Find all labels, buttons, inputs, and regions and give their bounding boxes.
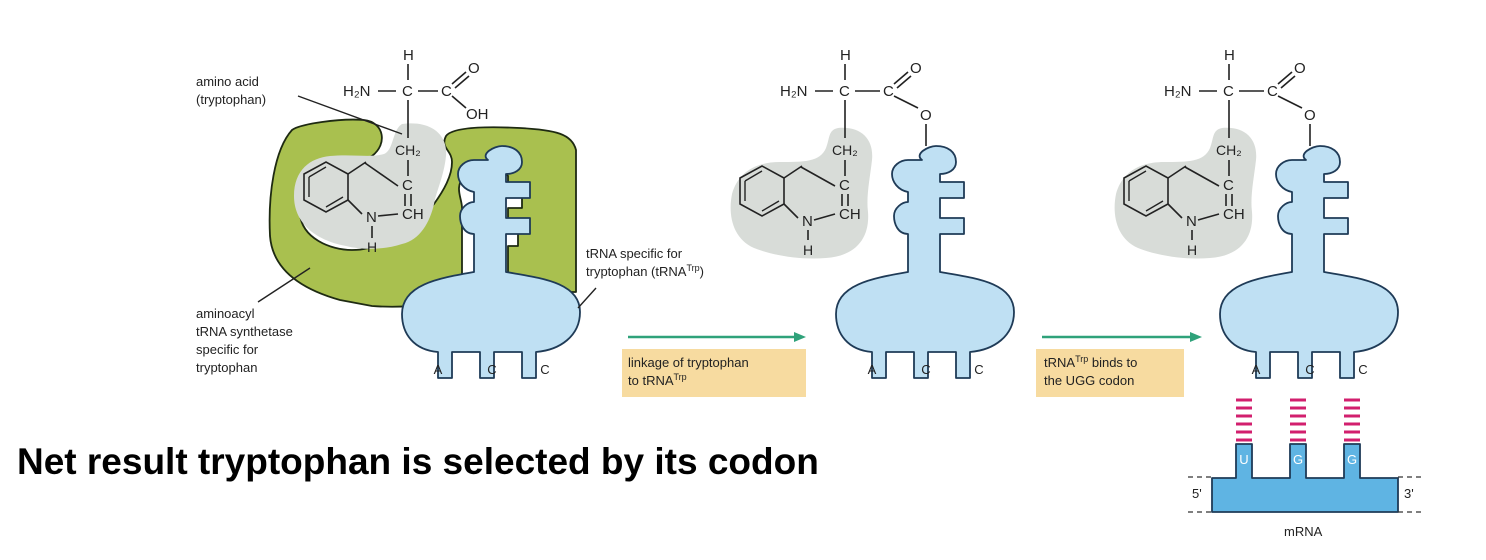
arrow-1-head [794, 332, 806, 342]
step-1-box [622, 349, 806, 397]
label-trna-specific-1: tRNA specific for [586, 246, 683, 261]
label-synthetase-2: tRNA synthetase [196, 324, 293, 339]
atom-h-top-2: H [840, 47, 851, 64]
anticodon-base-1-3: C [540, 362, 549, 377]
atom-nh-2: H [803, 242, 813, 258]
step-1-line1: linkage of tryptophan [628, 355, 749, 370]
atom-h-top-1: H [403, 47, 414, 64]
label-mrna: mRNA [1284, 524, 1323, 539]
atom-c-carboxyl-1: C [441, 83, 452, 100]
atom-c-alpha-2: C [839, 83, 850, 100]
atom-ch2-3: CH₂ [1216, 142, 1242, 158]
label-amino-acid-2: (tryptophan) [196, 92, 266, 107]
atom-ch2-2: CH₂ [832, 142, 858, 158]
tryptophan-structure-1: H H₂N C C O OH CH₂ C CH N H [303, 47, 489, 255]
label-amino-acid-1: amino acid [196, 74, 259, 89]
atom-h2n-2: H₂N [780, 83, 808, 100]
codon-base-1: U [1239, 452, 1248, 467]
tryptophan-halo-3 [1114, 127, 1257, 259]
atom-c-ring-3: C [1223, 177, 1234, 194]
anticodon-base-2-1: A [868, 362, 877, 377]
step-2-line1: tRNATrp binds to [1044, 354, 1137, 370]
label-synthetase-4: tryptophan [196, 360, 257, 375]
anticodon-base-2-2: C [921, 362, 930, 377]
tryptophan-halo-2 [730, 127, 873, 259]
panel-2-charged-trna: H H₂N C C O O CH₂ C CH N H [730, 47, 1015, 379]
panel-1-synthetase-binding: H H₂N C C O OH CH₂ C CH N H [196, 47, 704, 379]
atom-n-3: N [1186, 213, 1197, 230]
arrow-2-head [1190, 332, 1202, 342]
atom-o-3a: O [1294, 60, 1306, 77]
anticodon-base-3-1: A [1252, 362, 1261, 377]
atom-ch2-1: CH₂ [395, 142, 421, 158]
codon-base-2: G [1293, 452, 1303, 467]
base-pairing-3 [1344, 398, 1360, 442]
atom-nh-1: H [367, 239, 377, 255]
leader-trna [577, 287, 597, 309]
codon-base-3: G [1347, 452, 1357, 467]
atom-c-alpha-1: C [402, 83, 413, 100]
mrna-strand [1211, 443, 1399, 513]
atom-o-2b: O [920, 107, 932, 124]
label-synthetase-3: specific for [196, 342, 259, 357]
anticodon-base-3-2: C [1305, 362, 1314, 377]
atom-n-1: N [366, 209, 377, 226]
anticodon-base-1-2: C [487, 362, 496, 377]
anticodon-base-3-3: C [1358, 362, 1367, 377]
step-2-line2: the UGG codon [1044, 373, 1134, 388]
panel-3-codon-recognition: H H₂N C C O O CH₂ C CH N H [1114, 47, 1424, 539]
atom-ch-1: CH [402, 206, 424, 223]
atom-oh-1: OH [466, 106, 489, 123]
atom-h2n-3: H₂N [1164, 83, 1192, 100]
atom-nh-3: H [1187, 242, 1197, 258]
step-2-box [1036, 349, 1184, 397]
tryptophan-halo-1 [294, 123, 447, 249]
atom-ch-2: CH [839, 206, 861, 223]
step-2: tRNATrp binds to the UGG codon [1036, 332, 1202, 397]
headline: Net result tryptophan is selected by its… [17, 441, 819, 482]
atom-ch-3: CH [1223, 206, 1245, 223]
atom-n-2: N [802, 213, 813, 230]
atom-o-2a: O [910, 60, 922, 77]
step-1-line2: to tRNATrp [628, 372, 687, 388]
atom-c-carboxyl-2: C [883, 83, 894, 100]
atom-h-top-3: H [1224, 47, 1235, 64]
anticodon-base-2-3: C [974, 362, 983, 377]
base-pairing-2 [1290, 398, 1306, 442]
tryptophan-structure-2: H H₂N C C O O CH₂ C CH N H [739, 47, 932, 258]
leader-synthetase [257, 267, 311, 303]
label-trna-specific-2: tryptophan (tRNATrp) [586, 263, 704, 279]
atom-c-carboxyl-3: C [1267, 83, 1278, 100]
tryptophan-structure-3: H H₂N C C O O CH₂ C CH N H [1123, 47, 1316, 258]
anticodon-base-1-1: A [434, 362, 443, 377]
step-1: linkage of tryptophan to tRNATrp [622, 332, 806, 397]
label-synthetase-1: aminoacyl [196, 306, 255, 321]
atom-c-ring-2: C [839, 177, 850, 194]
atom-o-3b: O [1304, 107, 1316, 124]
atom-c-ring-1: C [402, 177, 413, 194]
label-five-prime: 5' [1192, 486, 1202, 501]
atom-h2n-1: H₂N [343, 83, 371, 100]
label-three-prime: 3' [1404, 486, 1414, 501]
base-pairing-1 [1236, 398, 1252, 442]
atom-o-1: O [468, 60, 480, 77]
atom-c-alpha-3: C [1223, 83, 1234, 100]
leader-amino-acid [297, 95, 403, 135]
